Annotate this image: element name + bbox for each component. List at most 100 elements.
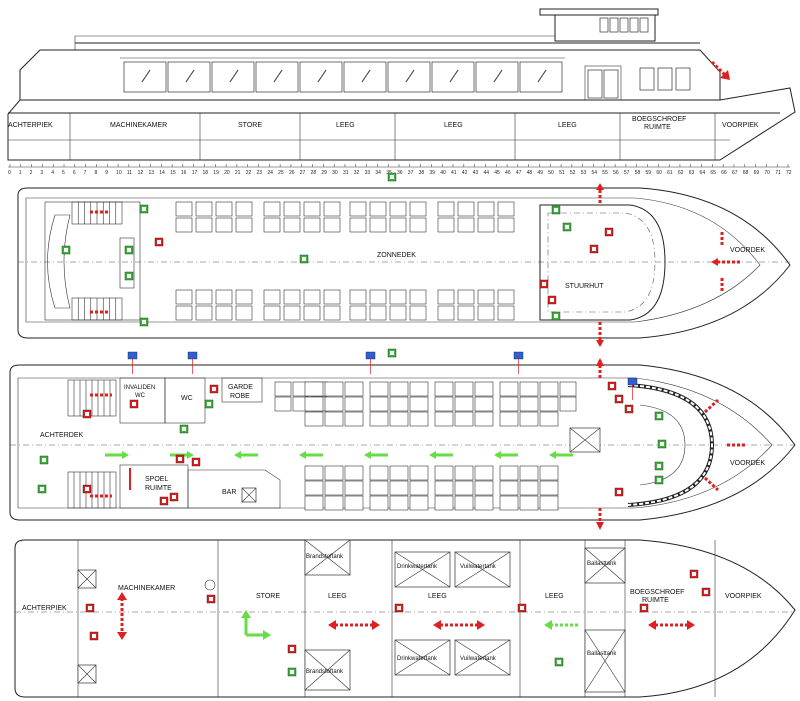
seat — [344, 465, 364, 481]
seat — [235, 217, 253, 233]
seat — [454, 396, 474, 412]
frame-number: 19 — [213, 170, 219, 176]
seat — [457, 201, 475, 217]
seat — [499, 465, 519, 481]
frame-number: 9 — [105, 170, 108, 176]
label-boegschroef-lower: BOEGSCHROEF — [630, 589, 684, 596]
label-spoel: SPOEL — [145, 476, 168, 483]
frame-number: 71 — [775, 170, 781, 176]
seat — [263, 289, 281, 305]
seat — [369, 201, 387, 217]
seat — [324, 411, 344, 427]
label-invaliden: INVALIDEN — [124, 385, 155, 391]
seat — [344, 396, 364, 412]
seat — [235, 289, 253, 305]
seat — [369, 480, 389, 496]
frame-number: 40 — [440, 170, 446, 176]
engine-hatch — [204, 579, 216, 591]
seat — [215, 217, 233, 233]
seat — [283, 217, 301, 233]
label-leeg-lower-3: LEEG — [545, 593, 564, 600]
frame-number: 49 — [537, 170, 543, 176]
frame-number: 66 — [721, 170, 727, 176]
seat — [539, 480, 559, 496]
seat — [303, 305, 321, 321]
seat — [437, 217, 455, 233]
seat — [324, 396, 344, 412]
seat — [477, 201, 495, 217]
seat — [304, 480, 324, 496]
seat — [389, 305, 407, 321]
frame-number: 18 — [203, 170, 209, 176]
label-sewage-bottom: Vuilwatertank — [460, 656, 497, 662]
frame-number: 41 — [451, 170, 457, 176]
seat — [454, 381, 474, 397]
seat — [539, 381, 559, 397]
seat — [263, 305, 281, 321]
seat — [323, 201, 341, 217]
seat — [409, 289, 427, 305]
seat — [304, 381, 324, 397]
seat — [499, 396, 519, 412]
seat — [434, 396, 454, 412]
seat — [263, 201, 281, 217]
frame-number: 36 — [397, 170, 403, 176]
frame-number: 68 — [743, 170, 749, 176]
seat — [304, 495, 324, 511]
seat — [409, 201, 427, 217]
seat — [369, 217, 387, 233]
seat — [324, 381, 344, 397]
label-sewage-top: Vuilwatertank — [460, 564, 497, 570]
seat — [474, 465, 494, 481]
lower-safety-signs — [85, 569, 711, 677]
frame-number: 30 — [332, 170, 338, 176]
seat — [304, 465, 324, 481]
seat — [175, 201, 193, 217]
frame-number: 44 — [483, 170, 489, 176]
saloon-windows — [123, 61, 563, 93]
seat — [454, 495, 474, 511]
seat — [235, 305, 253, 321]
seat — [303, 289, 321, 305]
frame-number: 15 — [170, 170, 176, 176]
label-store-lower: STORE — [256, 593, 280, 600]
compartment-dividers — [69, 113, 716, 160]
seat — [344, 495, 364, 511]
label-ballast-top: Ballasttank — [587, 561, 617, 567]
frame-number: 58 — [635, 170, 641, 176]
seat — [474, 396, 494, 412]
label-leeg-lower-1: LEEG — [328, 593, 347, 600]
seat — [389, 396, 409, 412]
side-view: ACHTERPIEK MACHINEKAMER STORE LEEG LEEG … — [7, 8, 796, 176]
seat — [409, 495, 429, 511]
seat — [215, 201, 233, 217]
seat — [559, 396, 577, 412]
seat — [519, 495, 539, 511]
frame-number: 70 — [764, 170, 770, 176]
seat — [263, 217, 281, 233]
seat — [369, 396, 389, 412]
sun-deck-escape-routes — [90, 183, 740, 347]
seat — [389, 465, 409, 481]
frame-number: 42 — [462, 170, 468, 176]
frame-number: 26 — [289, 170, 295, 176]
seat — [389, 495, 409, 511]
frame-number: 61 — [667, 170, 673, 176]
seat — [344, 411, 364, 427]
wheelhouse-windows — [599, 17, 649, 33]
seat — [369, 495, 389, 511]
frame-number: 34 — [375, 170, 381, 176]
sun-deck-outline — [17, 187, 791, 339]
main-deck-escape-routes — [90, 358, 745, 530]
seat — [389, 289, 407, 305]
frame-number: 52 — [570, 170, 576, 176]
seat — [215, 289, 233, 305]
seat — [477, 289, 495, 305]
label-drinking-bottom: Drinkwatertank — [397, 656, 438, 662]
frame-number: 21 — [235, 170, 241, 176]
seat — [323, 305, 341, 321]
seat — [349, 217, 367, 233]
label-fuel-top: Brandstoftank — [306, 554, 344, 560]
